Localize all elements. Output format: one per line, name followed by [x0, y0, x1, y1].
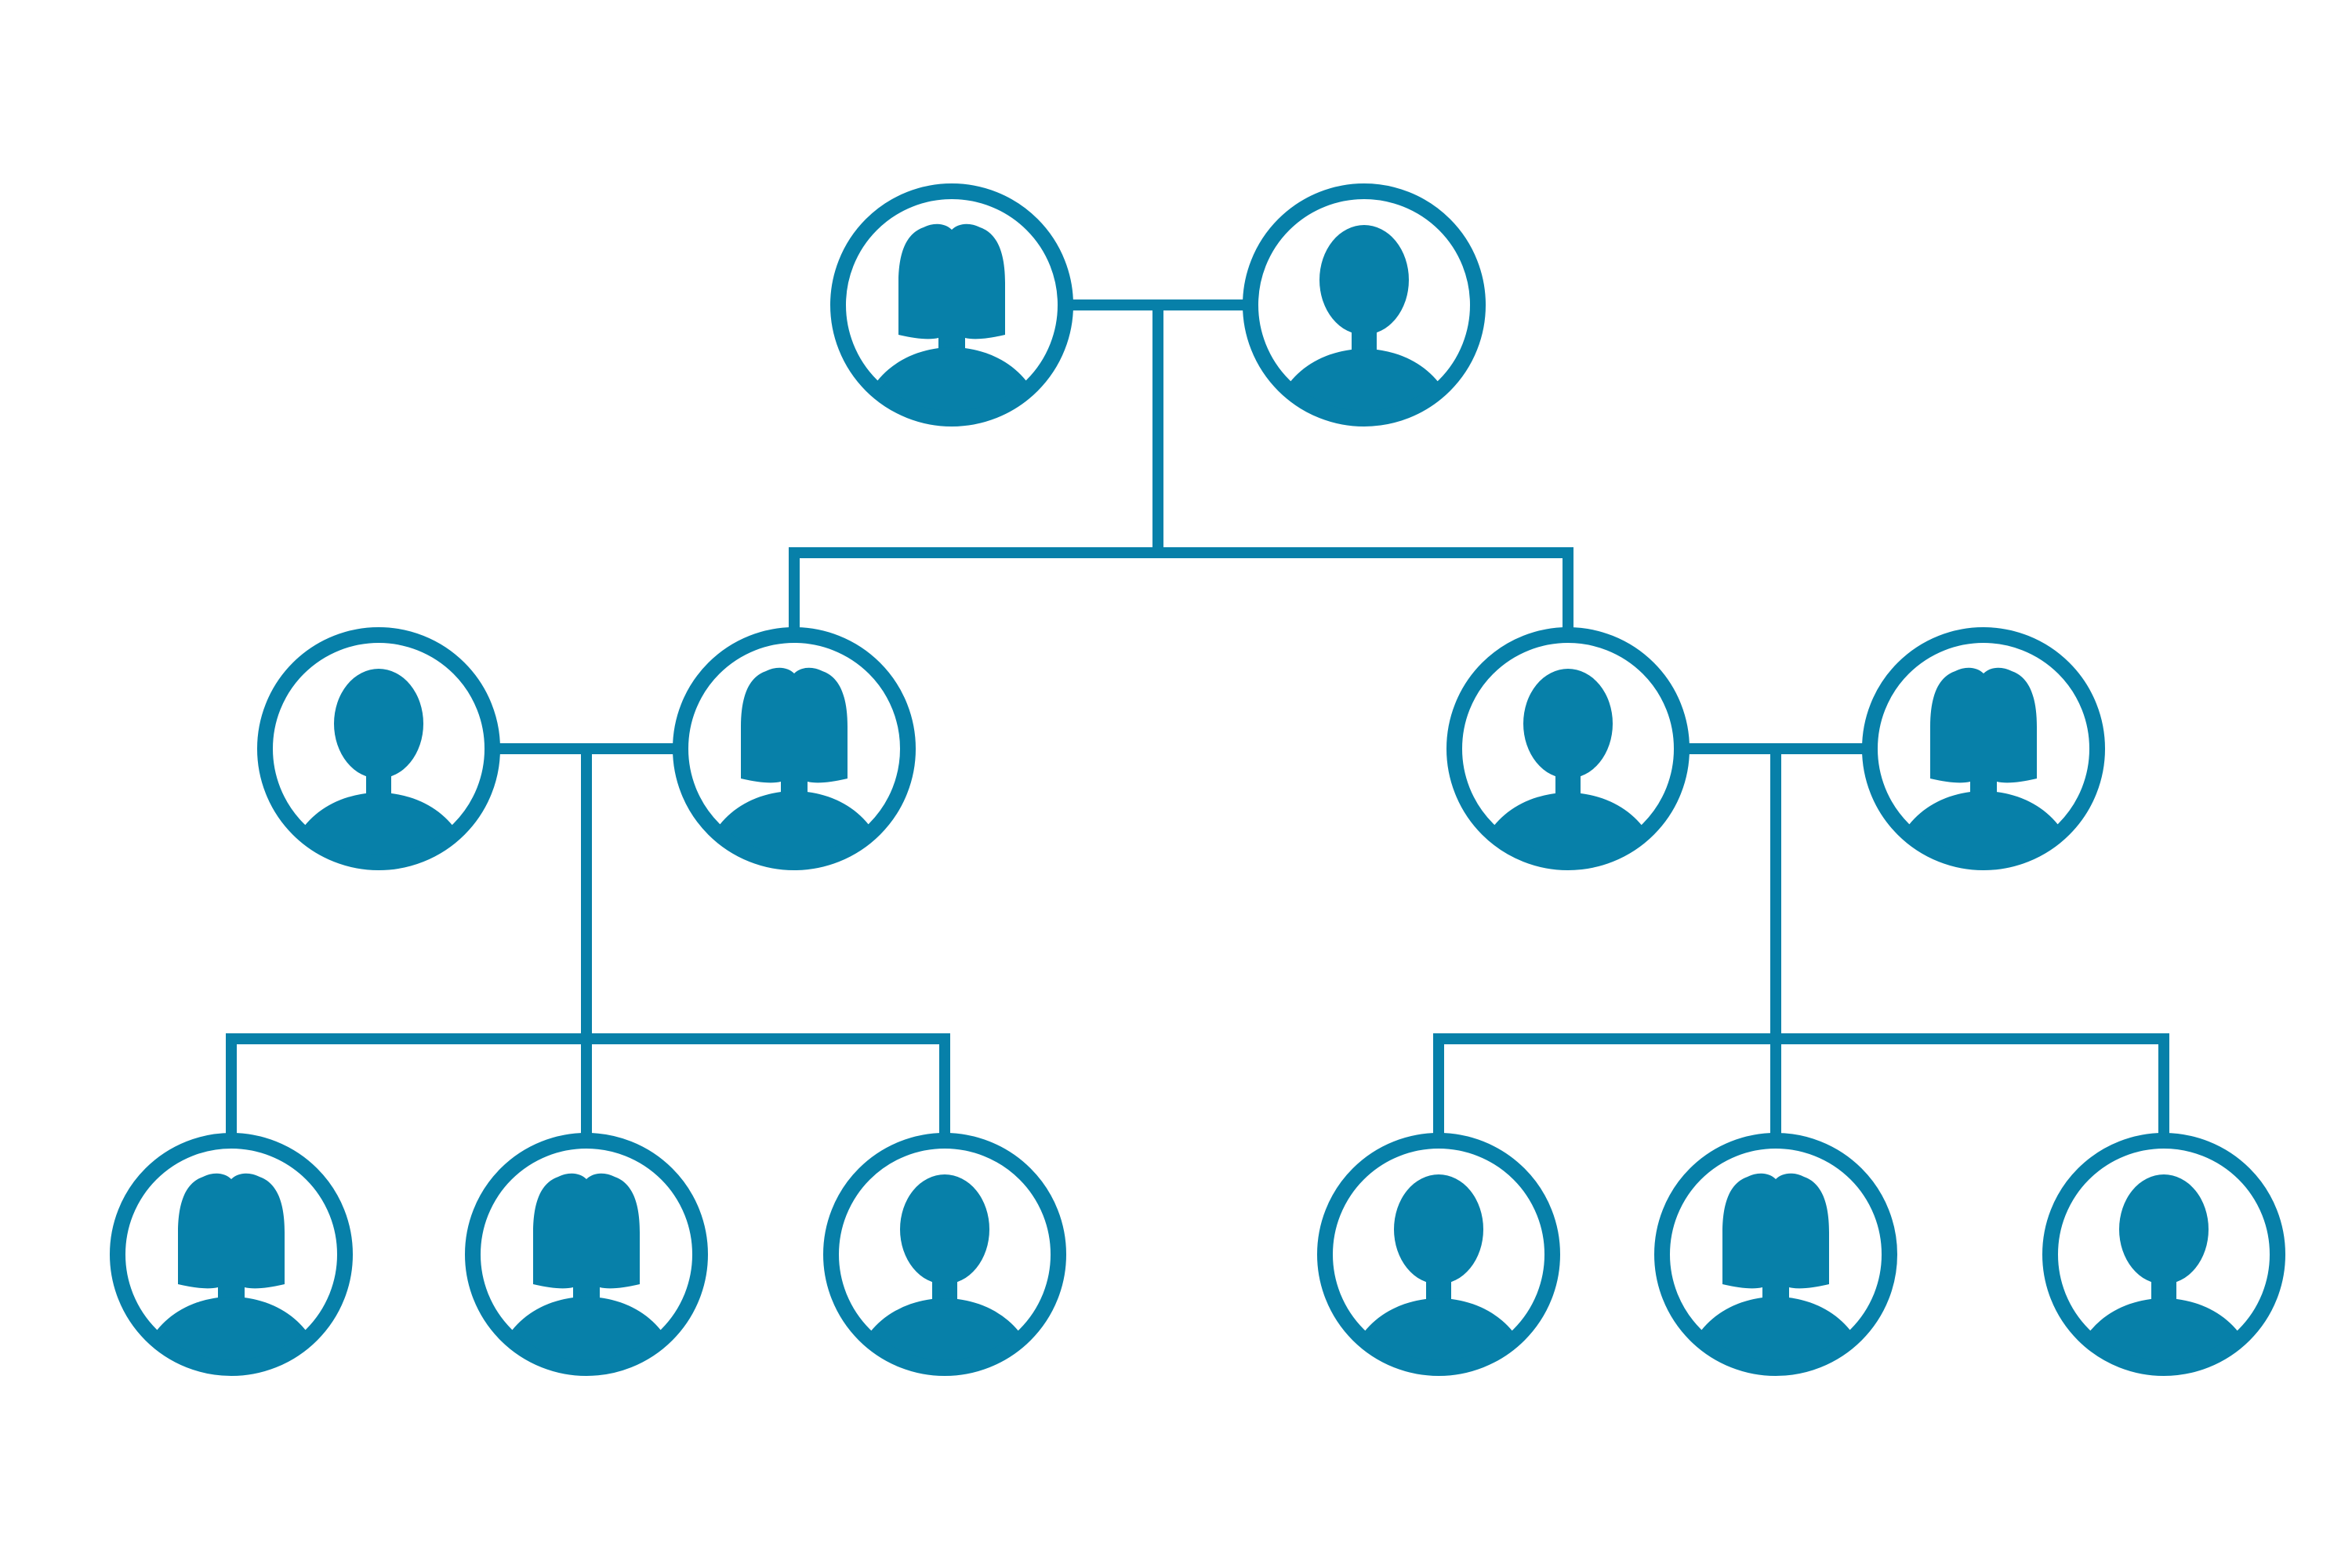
male-silhouette: [1349, 1174, 1528, 1361]
male-silhouette: [855, 1174, 1034, 1361]
male-silhouette: [1479, 669, 1657, 855]
male-silhouette: [2074, 1174, 2253, 1361]
hair-shape: [898, 223, 1005, 339]
shoulders-shape: [705, 791, 884, 855]
hair-shape: [1722, 1173, 1829, 1289]
avatar-ring: [830, 183, 1073, 426]
avatar-ring: [1317, 1133, 1560, 1376]
gen3-left-daughter-1-avatar-icon: [110, 1133, 353, 1376]
shoulders-shape: [855, 1298, 1034, 1361]
avatar-ring: [1446, 627, 1690, 870]
female-silhouette: [1686, 1173, 1865, 1361]
hair-shape: [1930, 667, 2037, 783]
head-shape: [334, 669, 423, 779]
avatar-ring: [2042, 1133, 2285, 1376]
shoulders-shape: [1349, 1298, 1528, 1361]
gen1-grandmother-avatar-icon: [830, 183, 1073, 426]
female-silhouette: [1894, 667, 2073, 855]
hair-shape: [533, 1173, 640, 1289]
avatar-ring: [1654, 1133, 1897, 1376]
shoulders-shape: [1686, 1297, 1865, 1361]
female-silhouette: [705, 667, 884, 855]
male-silhouette: [1275, 225, 1454, 412]
shoulders-shape: [1275, 349, 1454, 412]
male-silhouette: [289, 669, 468, 855]
shoulders-shape: [1894, 791, 2073, 855]
gen1-grandfather-avatar-icon: [1243, 183, 1486, 426]
avatar-ring: [673, 627, 916, 870]
shoulders-shape: [2074, 1298, 2253, 1361]
shoulders-shape: [497, 1297, 676, 1361]
avatar-ring: [1862, 627, 2105, 870]
avatar-ring: [465, 1133, 708, 1376]
shoulders-shape: [1479, 793, 1657, 855]
head-shape: [1319, 225, 1409, 335]
head-shape: [2119, 1174, 2209, 1284]
avatar-ring: [1243, 183, 1486, 426]
avatar-ring: [110, 1133, 353, 1376]
gen2-right-mother-avatar-icon: [1862, 627, 2105, 870]
head-shape: [1394, 1174, 1483, 1284]
female-silhouette: [142, 1173, 321, 1361]
gen3-right-son-1-avatar-icon: [1317, 1133, 1560, 1376]
head-shape: [900, 1174, 989, 1284]
head-shape: [1523, 669, 1613, 779]
avatar-ring: [257, 627, 500, 870]
gen2-left-father-avatar-icon: [257, 627, 500, 870]
hair-shape: [178, 1173, 285, 1289]
avatar-ring: [823, 1133, 1066, 1376]
hair-shape: [741, 667, 848, 783]
shoulders-shape: [862, 347, 1041, 412]
shoulders-shape: [142, 1297, 321, 1361]
female-silhouette: [862, 223, 1041, 412]
gen3-left-son-avatar-icon: [823, 1133, 1066, 1376]
gen3-right-daughter-avatar-icon: [1654, 1133, 1897, 1376]
shoulders-shape: [289, 793, 468, 855]
gen3-left-daughter-2-avatar-icon: [465, 1133, 708, 1376]
gen2-right-father-avatar-icon: [1446, 627, 1690, 870]
gen3-right-son-2-avatar-icon: [2042, 1133, 2285, 1376]
female-silhouette: [497, 1173, 676, 1361]
gen2-left-mother-avatar-icon: [673, 627, 916, 870]
